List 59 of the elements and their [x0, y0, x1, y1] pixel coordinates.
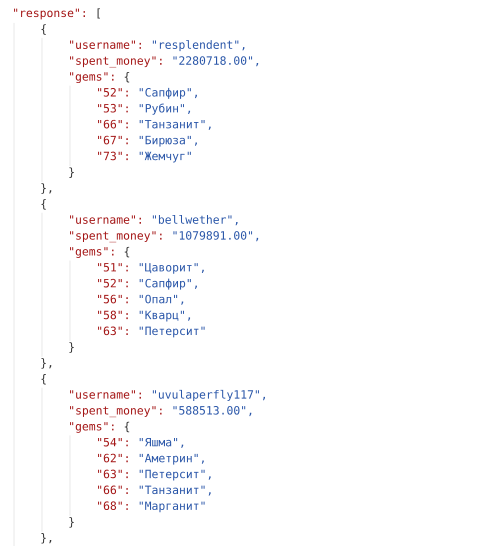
json-string: "Сапфир",: [140, 278, 197, 290]
json-string: "1079891.00",: [173, 231, 258, 242]
json-string: "Жемчуг": [140, 152, 191, 162]
json-string: "Танзанит",: [140, 120, 211, 130]
json-punctuation: },: [41, 183, 52, 194]
json-punctuation: }: [69, 342, 74, 353]
json-string: "Танзанит",: [140, 486, 211, 496]
json-string: "Сапфир",: [140, 88, 197, 99]
json-key: "response":: [14, 8, 85, 20]
json-key: "spent_money":: [70, 56, 162, 68]
json-key: "68":: [98, 501, 128, 510]
json-punctuation: }: [69, 167, 74, 178]
json-key: "gems":: [70, 422, 114, 433]
json-string: "Кварц",: [140, 310, 190, 322]
json-string: "Яшма",: [140, 438, 184, 448]
json-key: "67":: [98, 136, 128, 144]
json-string: "resplendent",: [152, 40, 244, 52]
json-key: "62":: [98, 454, 128, 462]
json-key: "73":: [98, 152, 128, 160]
json-string: "2280718.00",: [173, 56, 258, 66]
json-string: "Аметрин",: [140, 454, 204, 465]
json-key: "66":: [98, 486, 128, 494]
json-key: "63":: [98, 326, 128, 336]
json-string: "Цаворит",: [140, 263, 204, 274]
json-key: "spent_money":: [70, 231, 162, 242]
json-punctuation: {: [41, 374, 46, 385]
json-key: "spent_money":: [70, 406, 162, 418]
json-string: "Опал",: [140, 294, 184, 305]
json-key: "username":: [70, 215, 141, 224]
json-string: "uvulaperfly117",: [152, 390, 265, 401]
json-punctuation: {: [124, 246, 130, 258]
json-key: "66":: [98, 120, 128, 128]
json-punctuation: },: [41, 533, 52, 544]
json-string: "Рубин",: [140, 104, 190, 115]
json-string: "Марганит": [140, 502, 205, 512]
json-key: "54":: [98, 438, 128, 446]
json-string: "Петерсит",: [140, 470, 211, 480]
json-key: "52":: [98, 88, 128, 97]
json-punctuation: },: [41, 358, 52, 369]
json-punctuation: {: [124, 72, 130, 82]
json-punctuation: {: [41, 199, 46, 210]
json-punctuation: [: [98, 8, 100, 18]
json-key: "gems":: [70, 72, 114, 84]
json-key: "56":: [98, 294, 128, 304]
json-key: "51":: [98, 263, 128, 272]
json-key: "username":: [70, 40, 141, 49]
json-key: "username":: [70, 390, 141, 399]
json-key: "58":: [98, 310, 128, 320]
json-key: "53":: [98, 104, 128, 113]
json-key: "52":: [98, 278, 128, 288]
json-key: "63":: [98, 470, 128, 478]
json-string: "588513.00",: [173, 406, 252, 416]
json-string: "bellwether",: [152, 214, 238, 226]
json-string: "Петерсит": [140, 326, 205, 338]
json-punctuation: {: [41, 24, 46, 35]
json-punctuation: }: [69, 517, 74, 528]
json-string: "Бирюза",: [140, 136, 197, 147]
json-punctuation: {: [124, 422, 130, 432]
json-key: "gems":: [70, 247, 114, 258]
